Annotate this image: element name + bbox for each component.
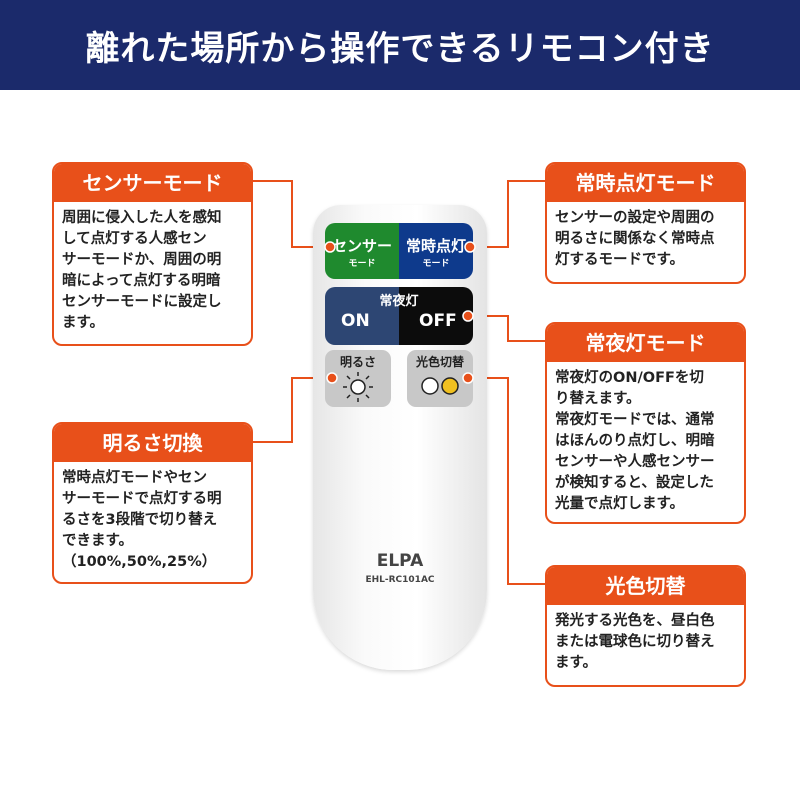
callout-sensor-mode: センサーモード 周囲に侵入した人を感知 して点灯する人感セン サーモードか、周囲… bbox=[52, 162, 253, 346]
model-number: EHL-RC101AC bbox=[365, 575, 435, 585]
sun-icon bbox=[343, 372, 373, 402]
color-label: 光色切替 bbox=[415, 355, 464, 369]
callout-title: センサーモード bbox=[54, 164, 251, 202]
remote-control: センサーモード 常時点灯モード 常夜灯 ON OFF 明るさ 光色切替 ELPA… bbox=[313, 205, 487, 670]
callout-title: 常時点灯モード bbox=[547, 164, 744, 202]
always-label: 常時点灯 bbox=[405, 237, 466, 255]
color-switch-button[interactable]: 光色切替 bbox=[407, 350, 473, 407]
page-title: 離れた場所から操作できるリモコン付き bbox=[0, 0, 800, 90]
callout-body: 常夜灯のON/OFFを切 り替えます。 常夜灯モードでは、通常 はほんのり点灯し… bbox=[555, 370, 715, 512]
callout-title: 光色切替 bbox=[547, 567, 744, 605]
callout-body: 周囲に侵入した人を感知 して点灯する人感セン サーモードか、周囲の明 暗によって… bbox=[62, 210, 222, 331]
night-on-button[interactable]: ON bbox=[341, 311, 370, 331]
callout-night-light: 常夜灯モード 常夜灯のON/OFFを切 り替えます。 常夜灯モードでは、通常 は… bbox=[545, 322, 746, 524]
night-light-panel: 常夜灯 ON OFF bbox=[325, 287, 473, 345]
brightness-button[interactable]: 明るさ bbox=[325, 350, 391, 407]
callout-body: 常時点灯モードやセン サーモードで点灯する明 るさを3段階で切り替え できます。… bbox=[62, 470, 222, 570]
brand-logo: ELPA bbox=[376, 551, 424, 571]
color-dots-icon bbox=[421, 377, 459, 395]
night-off-button[interactable]: OFF bbox=[419, 311, 457, 331]
always-sub: モード bbox=[422, 259, 450, 269]
night-label: 常夜灯 bbox=[379, 294, 419, 309]
brightness-label: 明るさ bbox=[339, 355, 376, 369]
callout-title: 常夜灯モード bbox=[547, 324, 744, 362]
callout-color-switch: 光色切替 発光する光色を、昼白色 または電球色に切り替え ます。 bbox=[545, 565, 746, 687]
callout-always-on: 常時点灯モード センサーの設定や周囲の 明るさに関係なく常時点 灯するモードです… bbox=[545, 162, 746, 284]
callout-title: 明るさ切換 bbox=[54, 424, 251, 462]
callout-body: 発光する光色を、昼白色 または電球色に切り替え ます。 bbox=[555, 613, 715, 671]
sensor-label: センサー bbox=[331, 237, 392, 255]
callout-body: センサーの設定や周囲の 明るさに関係なく常時点 灯するモードです。 bbox=[555, 210, 715, 268]
callout-brightness: 明るさ切換 常時点灯モードやセン サーモードで点灯する明 るさを3段階で切り替え… bbox=[52, 422, 253, 584]
always-on-button[interactable]: 常時点灯モード bbox=[399, 223, 473, 279]
sensor-sub: モード bbox=[348, 259, 376, 269]
sensor-mode-button[interactable]: センサーモード bbox=[325, 223, 399, 279]
